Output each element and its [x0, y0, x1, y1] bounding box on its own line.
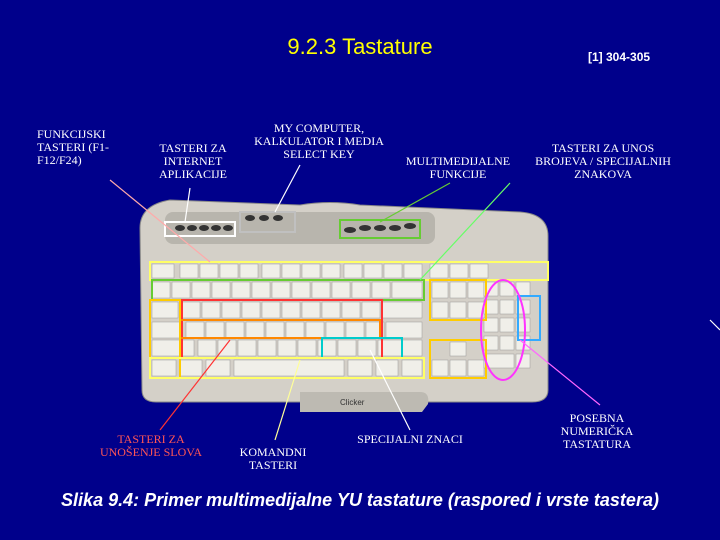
my-computer-box [239, 211, 296, 233]
internet-keys-box [164, 221, 236, 237]
keyboard-palm-rest [300, 392, 429, 412]
label-internet-keys: TASTERI ZA INTERNET APLIKACIJE [159, 141, 227, 181]
label-numeric-special: TASTERI ZA UNOS BROJEVA / SPECIJALNIH ZN… [535, 141, 671, 181]
label-multimedia: MULTIMEDIJALNE FUNKCIJE [405, 154, 511, 181]
label-command: KOMANDNI TASTERI [239, 445, 307, 472]
label-numpad: POSEBNA NUMERIČKA TASTATURA [560, 411, 634, 451]
key-grid [151, 263, 531, 377]
label-function-keys: FUNKCIJSKI TASTERI (F1-F12/F24) [37, 127, 110, 167]
label-letters: TASTERI ZA UNOŠENJE SLOVA [99, 432, 203, 459]
keyboard-brand-logo: Clicker [340, 398, 365, 407]
media-buttons [175, 215, 416, 233]
numeric-keypad-box [517, 295, 541, 341]
lower-bar-box [149, 357, 425, 379]
numpad-box [480, 279, 526, 381]
figure-caption: Slika 9.4: Primer multimedijalne YU tast… [61, 490, 659, 510]
reference-label: [1] 304-305 [588, 50, 651, 64]
label-special-chars: SPECIJALNI ZNACI [357, 432, 463, 446]
page-title: 9.2.3 Tastature [287, 34, 433, 59]
multimedia-box [339, 219, 421, 239]
highlight-boxes [149, 211, 549, 381]
pointer-lines [109, 164, 720, 441]
label-my-computer: MY COMPUTER, KALKULATOR I MEDIA SELECT K… [254, 121, 384, 161]
